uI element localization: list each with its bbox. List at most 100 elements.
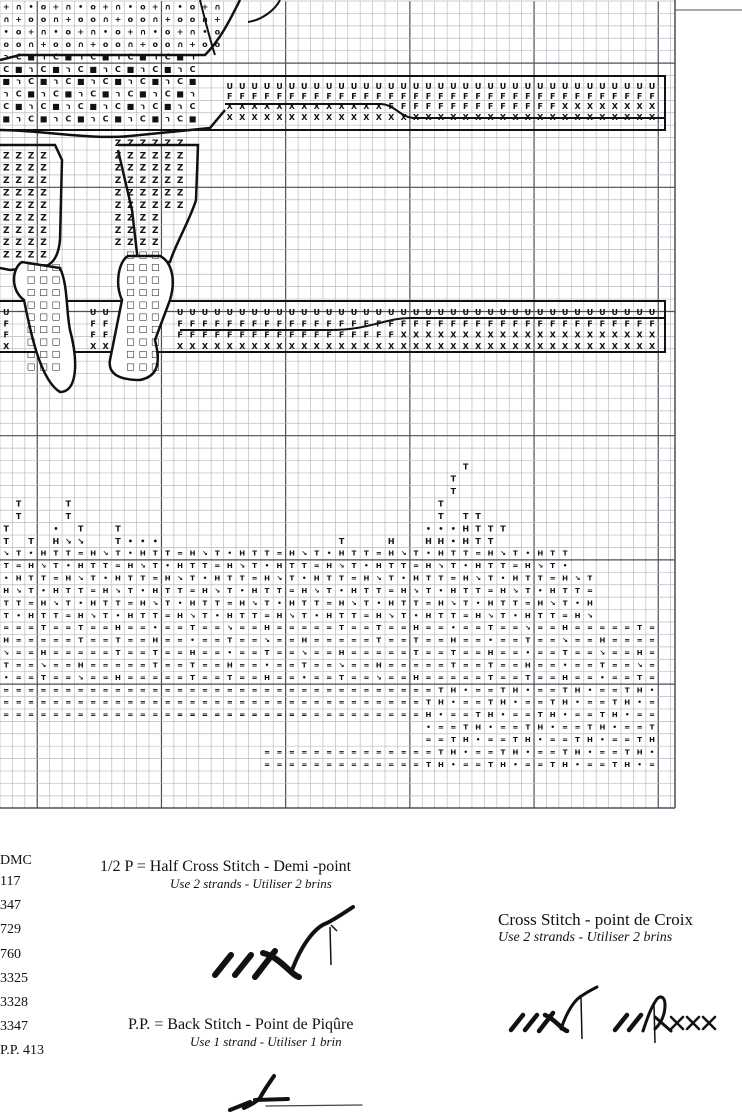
ground-stitch: =: [78, 699, 84, 707]
grass-stitch: =: [426, 649, 432, 657]
body-stitch: ■: [102, 90, 110, 99]
grass-stitch: H: [426, 711, 432, 719]
hair-stitch: Z: [28, 151, 35, 161]
grass-stitch: =: [103, 674, 109, 682]
hoof-stitch: □: [27, 350, 36, 360]
hoof-stitch: □: [139, 251, 148, 261]
hair-stitch: Z: [3, 189, 10, 199]
grass-stitch: •: [476, 736, 480, 744]
rail-stitch: U: [438, 82, 445, 91]
grass-stitch: T: [41, 624, 46, 632]
grass-stitch: T: [451, 612, 456, 620]
grass-stitch: =: [500, 724, 506, 732]
grass-stitch: =: [53, 661, 59, 669]
grass-stitch: H: [388, 599, 394, 607]
body-stitch: o: [190, 3, 196, 12]
body-stitch: o: [215, 28, 221, 37]
grass-stitch: =: [41, 637, 47, 645]
body-stitch: ∩: [152, 15, 159, 24]
hoof-stitch: □: [151, 263, 160, 273]
fence-rail-outline: [0, 300, 666, 353]
rail-stitch: U: [338, 82, 345, 91]
rail-stitch: F: [388, 92, 393, 101]
ground-stitch: =: [78, 686, 84, 694]
rail-stitch: X: [338, 342, 345, 351]
grass-stitch: T: [252, 550, 257, 558]
rail-stitch: X: [413, 342, 420, 351]
grass-stitch: T: [389, 562, 394, 570]
body-stitch: ר: [16, 114, 21, 123]
grass-stitch: •: [128, 537, 133, 546]
grass-stitch: =: [252, 624, 258, 632]
grass-stitch: T: [563, 550, 568, 558]
ground-stitch: =: [165, 699, 171, 707]
grass-stitch: T: [439, 686, 444, 694]
hoof-outline: [12, 260, 77, 394]
ground-stitch: =: [202, 711, 208, 719]
dmc-color-legend: DMC 117 347 729 760 3325 3328 3347 P.P. …: [0, 852, 80, 1064]
body-stitch: ∩: [102, 15, 109, 24]
rail-stitch: F: [550, 319, 555, 328]
hoof-stitch: □: [139, 362, 148, 372]
grass-stitch: =: [90, 637, 96, 645]
grass-stitch: T: [439, 612, 444, 620]
grass-stitch: H: [450, 637, 456, 645]
ground-stitch: =: [301, 761, 307, 769]
ground-stitch: =: [363, 699, 369, 707]
body-stitch: +: [65, 15, 72, 24]
grass-stitch: ↘: [152, 599, 158, 607]
grass-stitch: H: [314, 575, 320, 583]
grass-stitch: T: [563, 587, 568, 595]
grass-stitch: =: [363, 674, 369, 682]
rail-stitch: X: [252, 102, 259, 111]
grass-stitch: ↘: [537, 562, 543, 570]
rail-stitch: X: [649, 331, 656, 340]
body-stitch: o: [90, 3, 96, 12]
rail-stitch: X: [227, 113, 234, 122]
grass-stitch: •: [377, 599, 381, 607]
hoof-stitch: □: [126, 275, 135, 285]
rail-stitch: U: [388, 308, 395, 317]
grass-stitch: ↘: [575, 575, 581, 583]
ground-stitch: =: [127, 699, 133, 707]
ground-stitch: =: [264, 686, 270, 694]
grass-stitch: ↘: [264, 637, 270, 645]
body-stitch: C: [53, 52, 59, 61]
grass-stitch: T: [190, 562, 195, 570]
grass-stitch: T: [29, 587, 34, 595]
ground-stitch: =: [339, 761, 345, 769]
grass-stitch: T: [265, 587, 270, 595]
body-stitch: C: [177, 77, 183, 86]
grass-stitch: =: [537, 761, 543, 769]
ground-stitch: =: [264, 761, 270, 769]
grass-stitch: ↘: [438, 562, 444, 570]
grass-stitch: =: [351, 575, 357, 583]
grass-stitch: T: [53, 550, 58, 558]
hoof-stitch: □: [27, 338, 36, 348]
ground-stitch: =: [16, 711, 22, 719]
grass-stitch: •: [513, 761, 517, 769]
body-stitch: •: [103, 28, 108, 37]
body-stitch: ∩: [90, 28, 97, 37]
grass-stitch: T: [153, 550, 158, 558]
grass-stitch: =: [177, 649, 183, 657]
grass-stitch: H: [550, 587, 556, 595]
body-stitch: ∩: [214, 3, 221, 12]
grass-stitch: =: [550, 575, 556, 583]
grass-stitch: =: [165, 661, 171, 669]
hoof-stitch: □: [126, 263, 135, 273]
rail-stitch: F: [451, 319, 456, 328]
hair-stitch: Z: [15, 164, 22, 174]
grass-stitch: •: [588, 686, 592, 694]
grass-stitch: T: [4, 612, 9, 620]
body-stitch: ■: [139, 90, 147, 99]
grass-stitch: •: [513, 612, 517, 620]
rail-stitch: X: [301, 342, 308, 351]
grass-stitch: T: [78, 624, 83, 632]
grass-stitch: =: [488, 686, 494, 694]
grass-stitch: =: [438, 649, 444, 657]
grass-stitch: =: [351, 624, 357, 632]
grass-stitch: H: [78, 562, 84, 570]
hoof-stitch: □: [27, 325, 36, 335]
rail-stitch: X: [425, 342, 432, 351]
